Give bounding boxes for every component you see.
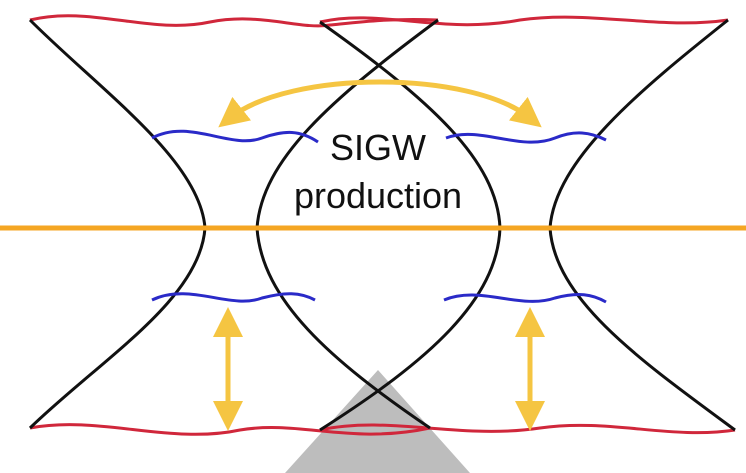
curved-double-arrow-icon: [230, 82, 530, 118]
label-line-1: SIGW: [330, 127, 426, 168]
upper-slice-left: [152, 131, 318, 142]
upper-slice-right: [446, 133, 606, 142]
right-universe-outer: [550, 20, 735, 430]
label-line-2: production: [294, 175, 462, 216]
light-cone-shadow: [285, 370, 470, 473]
lower-slice-left: [152, 294, 315, 301]
left-universe-outer: [30, 20, 205, 428]
